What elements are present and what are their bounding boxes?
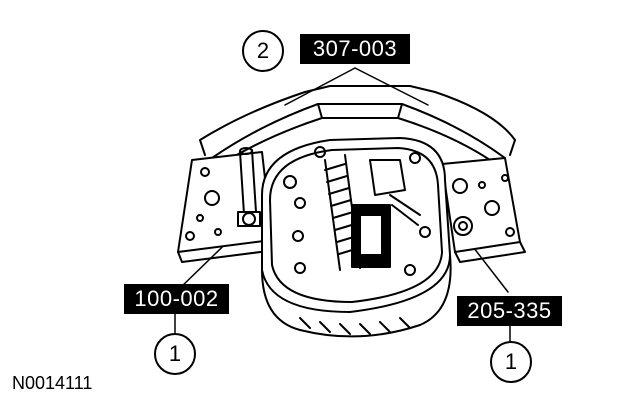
figure-id: N0014111	[12, 373, 93, 393]
puller-shaft	[237, 147, 261, 227]
callout-1-left: 1	[154, 333, 196, 375]
holding-fixture-arms	[199, 85, 516, 161]
tool-label-307-003: 307-003	[300, 34, 410, 64]
adapter-bolt	[453, 216, 473, 236]
callout-2: 2	[242, 30, 284, 72]
differential-carrier	[351, 159, 421, 268]
callout-1-right: 1	[490, 341, 532, 383]
tool-label-205-335: 205-335	[457, 296, 562, 326]
tool-label-100-002: 100-002	[124, 284, 229, 314]
right-mounting-plate	[441, 157, 526, 263]
